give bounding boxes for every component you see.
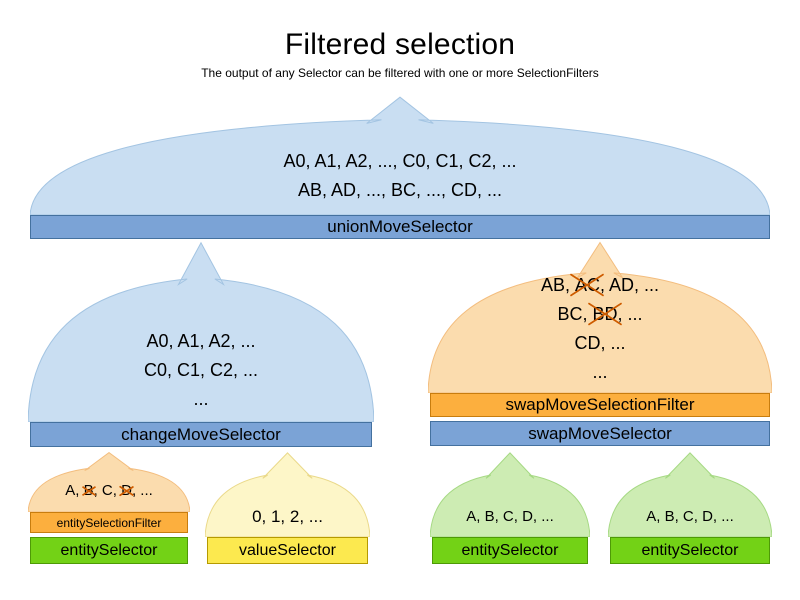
crossed-out-item: B	[83, 482, 94, 499]
entity-selector-bar-1: entitySelector	[30, 537, 188, 564]
entity-selection-filter-bar: entitySelectionFilter	[30, 512, 188, 533]
entity-funnel-text-1: A, B, C, D, ...	[466, 508, 554, 525]
funnel-path	[28, 453, 190, 512]
text-segment: , C,	[93, 482, 122, 499]
value-selector-bar: valueSelector	[207, 537, 368, 564]
text-segment: , ...	[617, 304, 643, 324]
union-funnel-text: A0, A1, A2, ..., C0, C1, C2, ... AB, AD,…	[30, 147, 770, 205]
text-segment: , ...	[131, 482, 153, 499]
change-funnel-shape	[28, 241, 374, 422]
swap-line: AB, AC, AD, ...	[430, 271, 770, 300]
union-line: A0, A1, A2, ..., C0, C1, C2, ...	[283, 151, 517, 171]
text-segment: , AD, ...	[600, 275, 660, 295]
funnel-path	[430, 453, 590, 537]
union-funnel-shape	[30, 96, 770, 215]
swap-line: BC, BD, ...	[430, 300, 770, 329]
swap-line: ...	[430, 358, 770, 387]
text-segment: AB,	[540, 275, 575, 295]
text-segment: CD, ...	[574, 333, 626, 353]
change-line: A0, A1, A2, ...	[146, 331, 256, 351]
crossed-out-item: AC	[575, 271, 600, 300]
entity-selector-bar-2: entitySelector	[432, 537, 588, 564]
entity-funnel-text-2: A, B, C, D, ...	[646, 508, 734, 525]
page-title: Filtered selection	[284, 28, 516, 61]
change-line: ...	[193, 389, 209, 409]
entity-funnel-shape-1	[430, 452, 590, 537]
entity-funnel-shape-2	[608, 452, 772, 537]
union-line: AB, AD, ..., BC, ..., CD, ...	[297, 180, 503, 200]
union-move-selector-bar: unionMoveSelector	[30, 215, 770, 239]
swap-funnel-text: AB, AC, AD, ... BC, BD, ... CD, ... ...	[430, 271, 770, 387]
funnel-path	[30, 97, 770, 215]
entity-filter-funnel-text: A, B, C, D, ...	[30, 482, 188, 499]
swap-line: CD, ...	[430, 329, 770, 358]
change-line: C0, C1, C2, ...	[143, 360, 259, 380]
entity-selector-bar-3: entitySelector	[610, 537, 770, 564]
change-move-selector-bar: changeMoveSelector	[30, 422, 372, 447]
page-subtitle: The output of any Selector can be filter…	[201, 66, 599, 80]
change-funnel-text: A0, A1, A2, ... C0, C1, C2, ... ...	[30, 327, 372, 414]
swap-move-selection-filter-bar: swapMoveSelectionFilter	[430, 393, 770, 417]
funnel-path	[608, 453, 772, 537]
value-funnel-shape	[205, 452, 370, 537]
text-segment: BC,	[557, 304, 593, 324]
value-funnel-text: 0, 1, 2, ...	[252, 507, 323, 526]
text-segment: A,	[65, 482, 84, 499]
text-segment: ...	[592, 362, 608, 382]
crossed-out-item: BD	[592, 300, 617, 329]
crossed-out-item: D	[121, 482, 132, 499]
funnel-path	[205, 453, 370, 537]
funnel-path	[28, 243, 374, 422]
entity-filter-funnel-shape	[28, 452, 190, 512]
swap-move-selector-bar: swapMoveSelector	[430, 421, 770, 446]
